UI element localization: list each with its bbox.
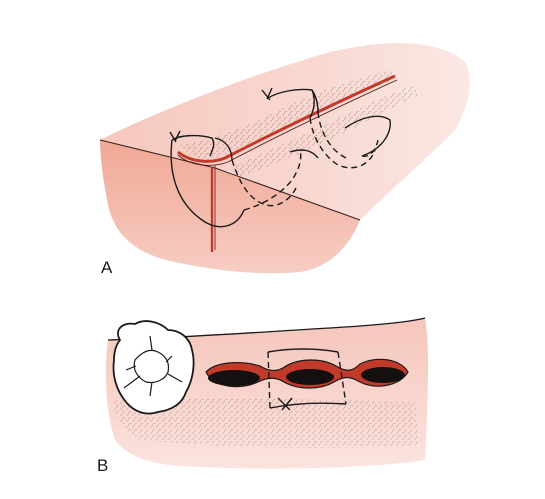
panel-b-illustration [105,317,429,469]
suture-threads-a-hidden [231,111,379,211]
socket-2 [286,369,334,385]
suture-threads-b-hidden [267,351,347,409]
panel-label-b: B [97,456,109,475]
panel-a-illustration [99,43,470,274]
stipple-right [230,85,418,176]
socket-3 [361,367,405,383]
incision-line-edge [177,79,398,166]
incision-line [177,74,396,163]
molar-tooth-icon [112,320,195,415]
extraction-sockets [205,358,409,389]
stipple-left [180,70,395,162]
tissue-front-face [100,140,360,274]
panel-label-a: A [101,258,113,277]
tissue-top-surface [100,43,470,220]
socket-1 [208,370,260,386]
suture-threads-b [267,348,347,411]
stipple-band-lower [112,398,418,448]
suture-threads-a [169,87,391,228]
